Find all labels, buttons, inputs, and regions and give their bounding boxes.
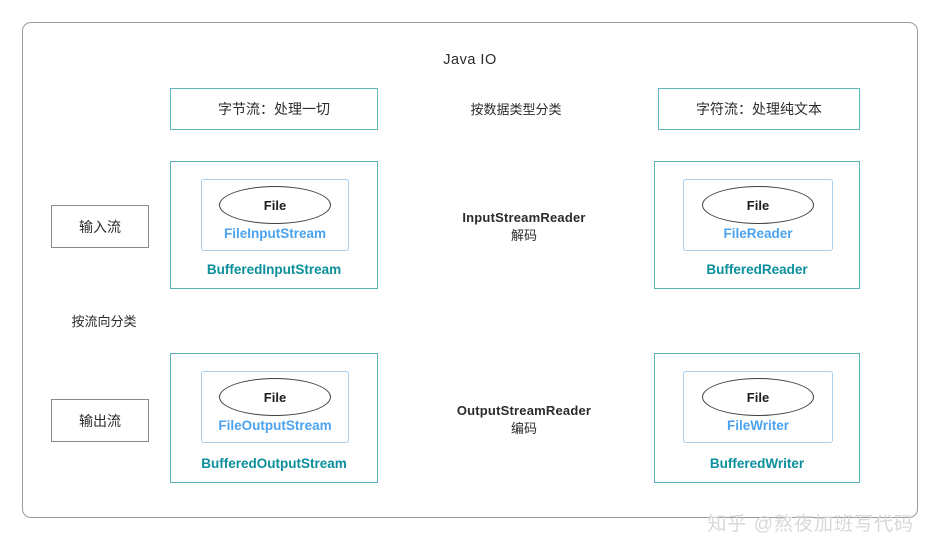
file-writer-box[interactable]: File FileWriter <box>683 371 833 443</box>
buffered-reader-label: BufferedReader <box>706 262 808 277</box>
file-input-stream-label: FileInputStream <box>223 226 326 241</box>
edge-label-by-flow-direction: 按流向分类 <box>53 313 155 331</box>
edge-label-osr-en: OutputStreamReader <box>456 403 592 418</box>
byte-stream-box[interactable]: 字节流：处理一切 <box>170 88 378 130</box>
byte-stream-label: 字节流：处理一切 <box>218 101 330 117</box>
buffered-input-stream-label: BufferedInputStream <box>206 262 342 277</box>
file-input-stream-box[interactable]: File FileInputStream <box>201 179 349 251</box>
file-reader-box[interactable]: File FileReader <box>683 179 833 251</box>
buffered-output-stream-label: BufferedOutputStream <box>201 456 347 471</box>
watermark: 知乎 @熬夜加班写代码 <box>707 514 914 535</box>
file-ellipse: File <box>702 378 814 416</box>
input-stream-box[interactable]: 输入流 <box>51 205 149 248</box>
char-stream-box[interactable]: 字符流：处理纯文本 <box>658 88 860 130</box>
output-stream-box[interactable]: 输出流 <box>51 399 149 442</box>
buffered-writer-group[interactable]: File FileWriter BufferedWriter <box>654 353 860 483</box>
file-ellipse: File <box>219 186 331 224</box>
file-ellipse: File <box>219 378 331 416</box>
edge-label-output-stream-reader: OutputStreamReader 编码 <box>433 402 615 438</box>
buffered-input-stream-group[interactable]: File FileInputStream BufferedInputStream <box>170 161 378 289</box>
edge-label-isr-cn: 解码 <box>510 227 537 243</box>
edge-label-input-stream-reader: InputStreamReader 解码 <box>437 209 611 245</box>
buffered-output-stream-group[interactable]: File FileOutputStream BufferedOutputStre… <box>170 353 378 483</box>
input-stream-label: 输入流 <box>79 218 121 235</box>
edge-label-osr-cn: 编码 <box>510 420 537 436</box>
page-title: Java IO <box>443 52 497 68</box>
file-output-stream-box[interactable]: File FileOutputStream <box>201 371 349 443</box>
file-reader-label: FileReader <box>723 226 793 241</box>
output-stream-label: 输出流 <box>79 412 121 429</box>
file-writer-label: FileWriter <box>726 418 789 433</box>
char-stream-label: 字符流：处理纯文本 <box>696 101 822 117</box>
buffered-writer-label: BufferedWriter <box>709 456 805 471</box>
file-ellipse: File <box>702 186 814 224</box>
file-output-stream-label: FileOutputStream <box>218 418 332 433</box>
edge-label-isr-en: InputStreamReader <box>462 210 586 225</box>
edge-label-by-data-type: 按数据类型分类 <box>449 101 583 119</box>
buffered-reader-group[interactable]: File FileReader BufferedReader <box>654 161 860 289</box>
